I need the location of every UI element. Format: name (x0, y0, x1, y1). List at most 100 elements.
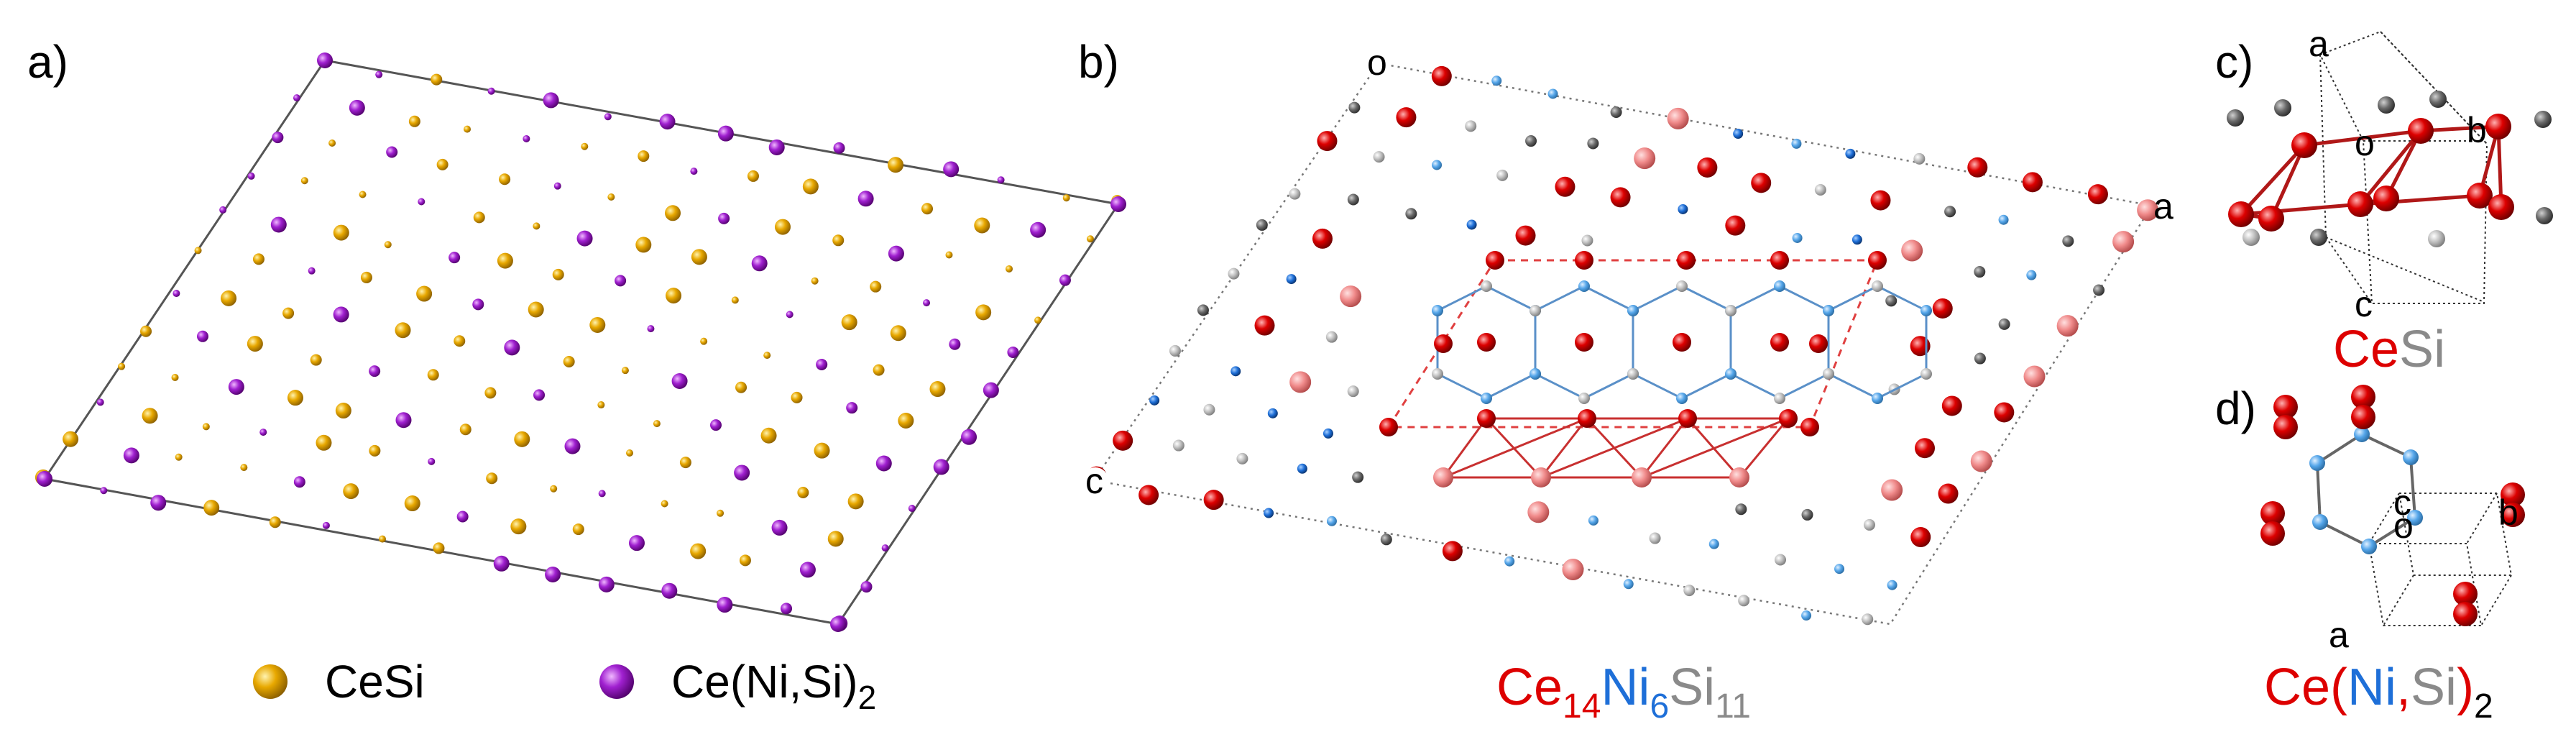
panel-c-formula: CeSi (2333, 321, 2445, 378)
cesi-atom (252, 253, 264, 265)
ce-atom (2087, 184, 2108, 205)
ni-atom (1530, 368, 1541, 380)
cesi-atom (661, 500, 668, 508)
ce-ni-si-atom (615, 275, 627, 287)
cesi-atom (486, 472, 498, 485)
ce-atom (1667, 107, 1689, 129)
ce-ni-si-atom (961, 429, 978, 445)
cesi-atom (416, 285, 433, 302)
ce-ni-si-atom (709, 419, 722, 431)
ce-ni-si-atom (983, 382, 999, 398)
cesi-atom (747, 170, 759, 182)
ni-atom (1823, 305, 1834, 316)
cesi-atom (528, 301, 544, 318)
ce-atom (1515, 225, 1536, 246)
ce-ni-si-atom (659, 114, 676, 130)
cesi-atom (431, 73, 443, 86)
legend: CeSi Ce(Ni,Si)2 (253, 656, 876, 716)
hexagon-bond (1486, 372, 1536, 400)
cesi-atom (873, 364, 885, 376)
si-atom (2428, 230, 2445, 247)
si-atom (1352, 471, 1364, 483)
cesi-bond (2240, 202, 2361, 216)
cesi-atom (510, 518, 527, 535)
ce-ni-si-atom (272, 132, 284, 144)
ni-atom (1504, 556, 1515, 567)
ni-atom (1264, 508, 1274, 518)
hexagon-bond (1632, 285, 1683, 312)
cesi-atom (691, 249, 707, 265)
cesi-bond (2359, 129, 2422, 206)
si-atom (1496, 169, 1509, 181)
ce-atom (1575, 251, 1593, 270)
ce-atom (1678, 409, 1697, 428)
ni-atom (1578, 280, 1590, 292)
ce-ni-si-atom (816, 358, 828, 370)
cesi-atom (653, 420, 661, 428)
cesi-atom (171, 373, 179, 381)
cesi-atom (118, 362, 126, 370)
ni-atom (1623, 579, 1634, 590)
ni-atom (1708, 539, 1719, 549)
hexagon-bond (1681, 285, 1731, 312)
ni-atom (1432, 305, 1443, 316)
triangle-bond (1641, 417, 1789, 479)
si-atom (1649, 532, 1661, 544)
cesi-atom (739, 554, 751, 567)
hexagon-bond (1583, 285, 1634, 312)
ce-atom (2056, 315, 2079, 337)
ce-ni-si-atom (598, 490, 606, 498)
cesi-atom (635, 237, 652, 253)
si-atom (1627, 368, 1639, 380)
cesi-bond (2420, 124, 2499, 133)
hexagon-bond (1535, 285, 1585, 312)
cesi-atom (832, 234, 845, 247)
formula-run: Si (2399, 321, 2445, 378)
cesi-atom (666, 288, 682, 304)
ce-atom (2260, 521, 2285, 546)
ni-atom (1326, 516, 1337, 526)
ce-ni-si-atom (523, 134, 530, 142)
ce-ni-si-atom (37, 471, 52, 487)
ce-ni-si-atom (671, 372, 688, 389)
panel-d-axis-o: o (2393, 505, 2414, 546)
ce-ni-si-atom (1059, 274, 1071, 286)
cesi-atom (563, 355, 575, 367)
ce-ni-si-atom (781, 603, 793, 615)
ce-ni-si-atom (734, 464, 750, 481)
cesi-atom (473, 211, 485, 224)
cesi-atom (360, 271, 372, 283)
cesi-atom (665, 205, 681, 221)
ce-ni-si-atom (604, 113, 612, 121)
si-atom (1348, 101, 1361, 114)
ce-ni-si-atom (717, 125, 734, 142)
si-atom (1885, 295, 1898, 307)
cesi-atom (827, 531, 844, 547)
legend-cesi-label: CeSi (325, 656, 425, 708)
si-atom (2093, 284, 2105, 296)
cesi-atom (890, 325, 906, 342)
hexagon-bond (1779, 285, 1829, 312)
ce-atom (1697, 157, 1718, 178)
ni-atom (1845, 148, 1856, 159)
si-atom (1380, 534, 1392, 546)
panel-d-axis-c: c (2393, 482, 2411, 523)
ce-atom (1632, 467, 1652, 487)
panel-b-axis-a: a (2153, 186, 2174, 226)
ni-atom (1998, 214, 2009, 225)
si-atom (1974, 266, 1986, 278)
triangle-bond (1485, 417, 1542, 479)
ce-ni-si-atom (504, 339, 520, 356)
ce-ni-si-atom (576, 230, 593, 247)
si-atom (1587, 137, 1599, 150)
ce-ni-si-atom (888, 245, 904, 262)
cesi-atom (433, 542, 445, 554)
si-atom (1974, 352, 1986, 365)
ce-atom (2467, 183, 2493, 209)
cesi-atom (679, 457, 691, 469)
hexagon-bond (1730, 285, 1780, 312)
ce-ni-si-atom (369, 365, 381, 377)
ce-ni-si-atom (690, 168, 698, 175)
ce-atom (1915, 438, 1936, 459)
panel-b-hexagon-atoms (1432, 280, 1932, 404)
